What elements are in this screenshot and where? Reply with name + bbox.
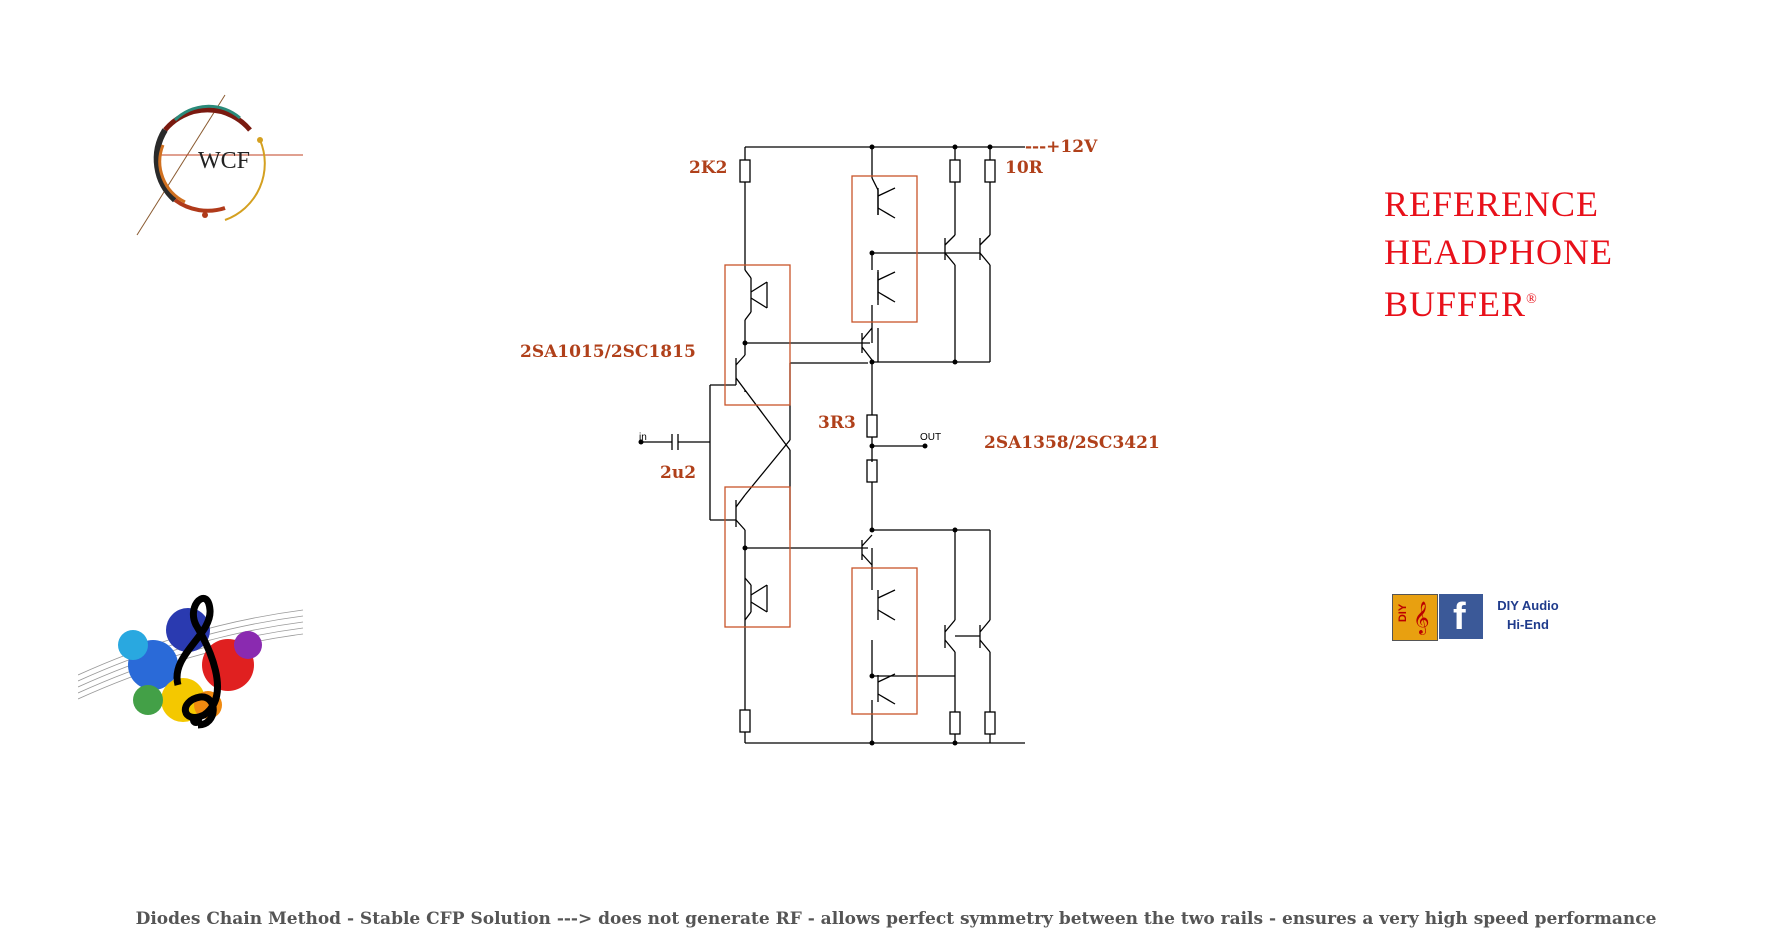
label-2u2: 2u2: [660, 463, 697, 483]
driver-diode-box-top: [724, 264, 791, 406]
title-line-3-text: BUFFER: [1384, 284, 1527, 324]
title-block: REFERENCE HEADPHONE BUFFER®: [1384, 180, 1613, 328]
label-driver-pair: 2SA1015/2SC1815: [520, 342, 696, 362]
label-output-pair: 2SA1358/2SC3421: [984, 433, 1160, 453]
logo-text: WCF: [198, 148, 251, 174]
music-clef-logo: [77, 585, 308, 730]
title-line-3: BUFFER®: [1384, 276, 1613, 328]
diy-audio-line1: DIY Audio: [1497, 598, 1559, 613]
clef-icon: 𝄞: [1413, 601, 1430, 634]
diy-badge-text: DIY: [1397, 603, 1410, 623]
wcf-logo: [135, 90, 305, 240]
diy-audio-line2: Hi-End: [1507, 617, 1549, 632]
output-diode-box-bottom: [851, 567, 918, 715]
footer-caption: Diodes Chain Method - Stable CFP Solutio…: [135, 909, 1657, 929]
facebook-icon[interactable]: f: [1439, 594, 1483, 639]
title-line-1: REFERENCE: [1384, 184, 1600, 224]
label-supply: ---+12V: [1025, 137, 1098, 157]
label-3r3: 3R3: [818, 413, 856, 433]
label-out: OUT: [920, 432, 942, 443]
label-2k2: 2K2: [689, 158, 728, 178]
registered-mark: ®: [1526, 292, 1538, 307]
label-10r: 10R: [1005, 158, 1043, 178]
output-diode-box-top: [851, 175, 918, 323]
label-in: in: [639, 432, 647, 443]
facebook-icon-glyph: f: [1453, 596, 1466, 638]
title-line-2: HEADPHONE: [1384, 232, 1613, 272]
driver-diode-box-bottom: [724, 486, 791, 628]
diy-badge[interactable]: DIY 𝄞: [1392, 594, 1438, 641]
diy-audio-link[interactable]: DIY Audio Hi-End: [1488, 598, 1568, 632]
